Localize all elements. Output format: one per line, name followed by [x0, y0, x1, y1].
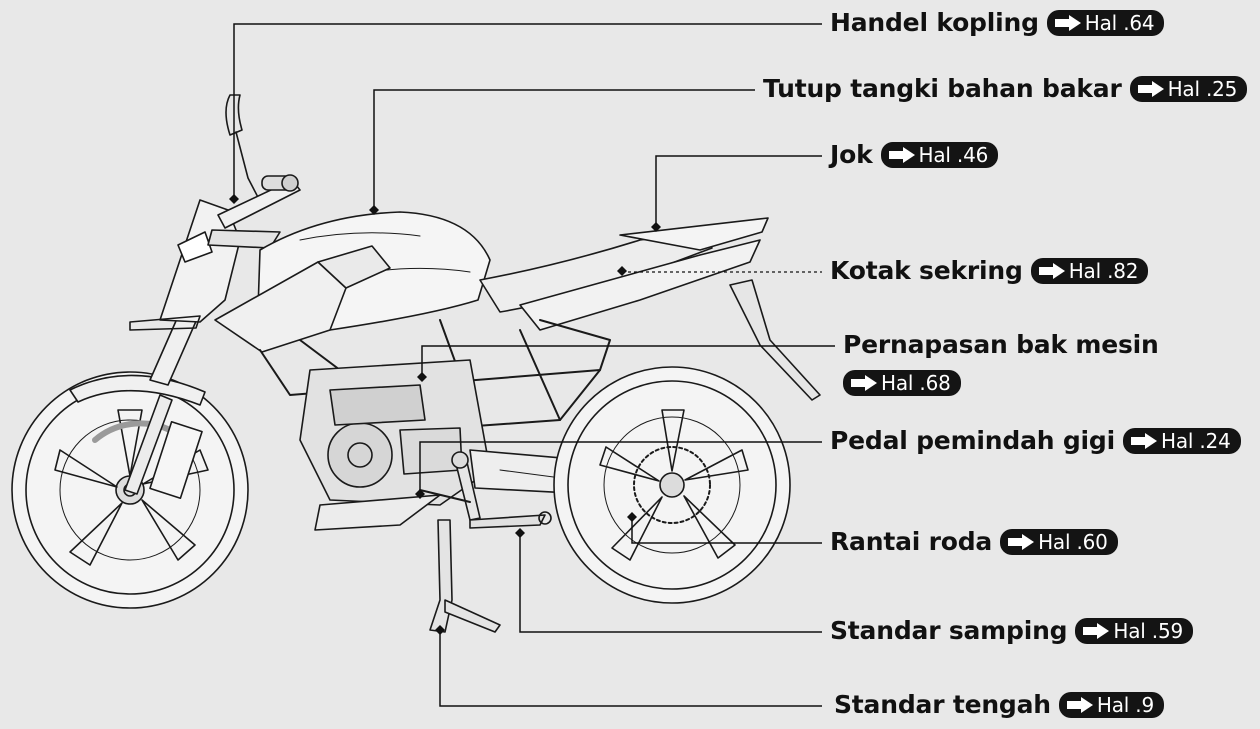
leader-line-tutup-tangki [374, 90, 755, 211]
page-ref-text: Hal .9 [1097, 693, 1154, 717]
callout-pedal-pemindah: Pedal pemindah gigi Hal .24 [830, 426, 1241, 455]
arrow-right-icon [1065, 696, 1095, 714]
callout-jok: Jok Hal .46 [830, 140, 998, 169]
callout-text: Pernapasan bak mesin [843, 330, 1159, 359]
callout-handel-kopling: Handel kopling Hal .64 [830, 8, 1164, 37]
callout-text: Jok [830, 140, 873, 169]
motorcycle-illustration [12, 95, 820, 632]
arrow-right-icon [1006, 533, 1036, 551]
page-ref-text: Hal .82 [1069, 259, 1139, 283]
arrow-right-icon [1136, 80, 1166, 98]
callout-rantai-roda: Rantai roda Hal .60 [830, 527, 1118, 556]
leader-line-standar-tengah [440, 630, 822, 706]
arrow-right-icon [1037, 262, 1067, 280]
page-ref-text: Hal .59 [1113, 619, 1183, 643]
callout-text: Rantai roda [830, 527, 992, 556]
callout-tutup-tangki: Tutup tangki bahan bakar Hal .25 [763, 74, 1247, 103]
callout-pernapasan-ref: Hal .68 [843, 370, 961, 396]
page-ref-text: Hal .46 [919, 143, 989, 167]
page-ref-text: Hal .24 [1161, 429, 1231, 453]
page-ref-badge[interactable]: Hal .60 [1000, 529, 1118, 555]
arrow-right-icon [1053, 14, 1083, 32]
page-ref-badge[interactable]: Hal .24 [1123, 428, 1241, 454]
callout-text: Kotak sekring [830, 256, 1023, 285]
page-ref-badge[interactable]: Hal .82 [1031, 258, 1149, 284]
callout-kotak-sekring: Kotak sekring Hal .82 [830, 256, 1148, 285]
rear-wheel [554, 367, 790, 603]
page-ref-text: Hal .64 [1085, 11, 1155, 35]
arrow-right-icon [1129, 432, 1159, 450]
diamond-marker-icon [515, 528, 525, 538]
engine [300, 360, 490, 530]
page-ref-text: Hal .60 [1038, 530, 1108, 554]
leader-line-jok [656, 156, 822, 228]
page-ref-badge[interactable]: Hal .68 [843, 370, 961, 396]
callout-text: Pedal pemindah gigi [830, 426, 1115, 455]
callout-text: Tutup tangki bahan bakar [763, 74, 1122, 103]
arrow-right-icon [1081, 622, 1111, 640]
page-ref-text: Hal .68 [881, 371, 951, 395]
page-ref-badge[interactable]: Hal .9 [1059, 692, 1164, 718]
callout-text: Standar tengah [834, 690, 1051, 719]
callout-text: Standar samping [830, 616, 1067, 645]
page-ref-badge[interactable]: Hal .59 [1075, 618, 1193, 644]
leader-line-handel-kopling [234, 24, 822, 200]
page-ref-badge[interactable]: Hal .64 [1047, 10, 1165, 36]
arrow-right-icon [849, 374, 879, 392]
page-ref-badge[interactable]: Hal .46 [881, 142, 999, 168]
callout-standar-samping: Standar samping Hal .59 [830, 616, 1193, 645]
diamond-marker-icon [229, 194, 239, 204]
page-ref-text: Hal .25 [1168, 77, 1238, 101]
callout-standar-tengah: Standar tengah Hal .9 [834, 690, 1164, 719]
callout-pernapasan: Pernapasan bak mesin [843, 330, 1159, 359]
arrow-right-icon [887, 146, 917, 164]
page-ref-badge[interactable]: Hal .25 [1130, 76, 1248, 102]
callout-text: Handel kopling [830, 8, 1039, 37]
